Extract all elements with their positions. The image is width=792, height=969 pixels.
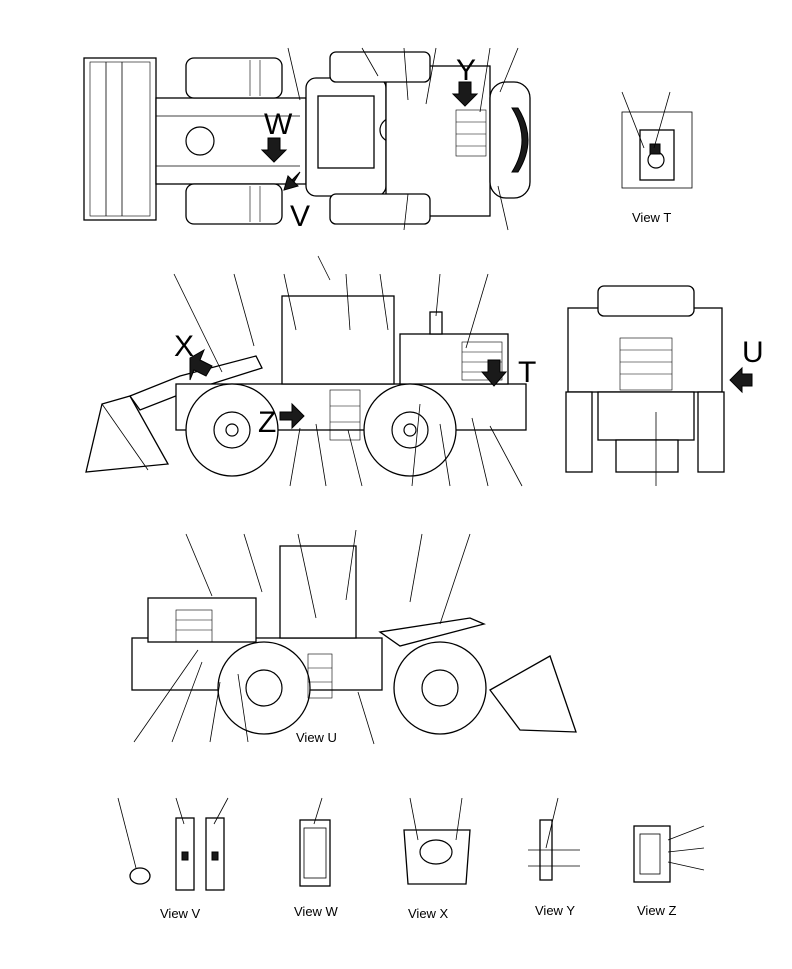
caption-view-v: View V bbox=[160, 906, 201, 921]
letter-y: Y bbox=[456, 54, 476, 87]
view-v-arrow-icon bbox=[283, 171, 301, 191]
view-w-detail bbox=[299, 797, 331, 887]
letter-t: T bbox=[518, 356, 536, 389]
left-side-view-machine bbox=[85, 255, 527, 487]
view-x-detail bbox=[403, 797, 471, 885]
view-y-arrow-icon bbox=[451, 81, 479, 107]
view-x-arrow-icon bbox=[189, 348, 213, 381]
view-v-detail bbox=[117, 797, 229, 891]
letter-v: V bbox=[290, 200, 310, 233]
caption-view-w: View W bbox=[294, 904, 339, 919]
caption-view-x: View X bbox=[408, 906, 449, 921]
top-view-machine bbox=[83, 47, 531, 231]
caption-view-u: View U bbox=[296, 730, 337, 745]
rear-view-machine bbox=[565, 285, 753, 486]
view-t-detail bbox=[621, 91, 693, 189]
letter-x: X bbox=[174, 330, 194, 363]
view-y-detail bbox=[528, 797, 580, 881]
caption-view-y: View Y bbox=[535, 903, 575, 918]
caption-view-z: View Z bbox=[637, 903, 677, 918]
letter-u: U bbox=[742, 336, 764, 369]
letter-w: W bbox=[264, 108, 293, 141]
view-z-detail bbox=[633, 825, 705, 883]
view-t-arrow-icon bbox=[480, 359, 508, 387]
view-w-arrow-icon bbox=[260, 137, 288, 163]
letter-z: Z bbox=[258, 406, 276, 439]
view-u-arrow-icon bbox=[729, 366, 753, 394]
right-side-view-machine bbox=[131, 529, 577, 745]
caption-view-t: View T bbox=[632, 210, 671, 225]
view-z-arrow-icon bbox=[279, 402, 305, 430]
